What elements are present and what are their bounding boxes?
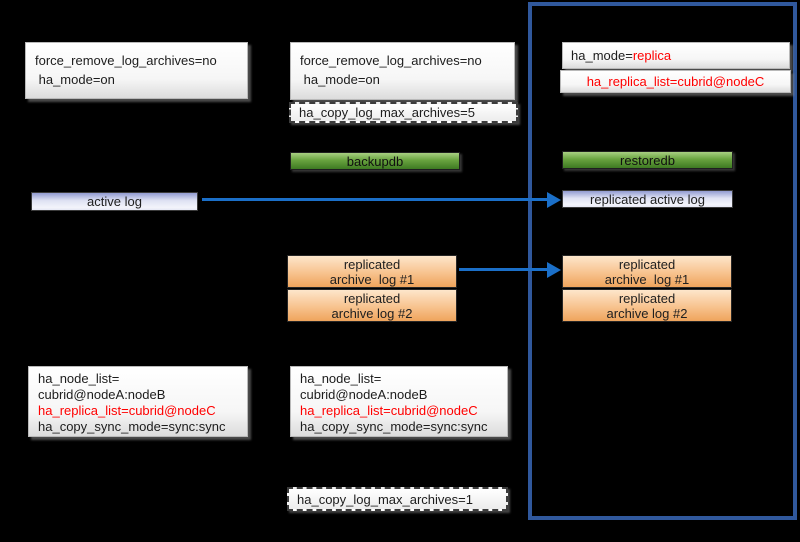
- archive-line: archive log #2: [606, 305, 688, 321]
- replica-archive-log-2-box: replicated archive log #2: [562, 289, 732, 322]
- replicated-active-log-box: replicated active log: [562, 190, 733, 208]
- archive-line: archive log #2: [331, 305, 413, 321]
- archive-line: archive log #1: [604, 271, 690, 287]
- arrow-line: [202, 198, 549, 201]
- replica-ha-mode-box: ha_mode=replica: [562, 42, 790, 69]
- config-line-highlight: ha_replica_list=cubrid@nodeC: [38, 403, 216, 418]
- master-config-box: force_remove_log_archives=no ha_mode=on: [25, 42, 248, 99]
- param-label: ha_copy_log_max_archives=5: [299, 105, 475, 120]
- copy-log-max-archives-5-box: ha_copy_log_max_archives=5: [289, 102, 518, 123]
- master-ha-config-box: ha_node_list= cubrid@nodeA:nodeB ha_repl…: [28, 366, 248, 437]
- archive-line: replicated: [343, 256, 401, 272]
- config-line: ha_mode=on: [300, 72, 380, 87]
- config-line: ha_node_list=: [300, 371, 382, 386]
- slave-config-box: force_remove_log_archives=no ha_mode=on: [290, 42, 515, 100]
- restoredb-label: restoredb: [620, 152, 675, 168]
- config-line-highlight: ha_replica_list=cubrid@nodeC: [300, 403, 478, 418]
- config-line: cubrid@nodeA:nodeB: [300, 387, 428, 402]
- config-line: ha_copy_sync_mode=sync:sync: [38, 419, 226, 434]
- arrow-head-icon: [547, 192, 561, 208]
- archive-line: replicated: [343, 290, 401, 306]
- config-line: cubrid@nodeA:nodeB: [38, 387, 166, 402]
- replica-node-panel: [528, 2, 797, 520]
- active-log-label: active log: [87, 194, 142, 209]
- archive-line: replicated: [618, 256, 676, 272]
- arrow-head-icon: [547, 262, 561, 278]
- replica-list-label: ha_replica_list=cubrid@nodeC: [586, 74, 765, 89]
- backupdb-box: backupdb: [290, 152, 460, 170]
- config-line: ha_node_list=: [38, 371, 120, 386]
- replica-archive-log-1-box: replicated archive log #1: [562, 255, 732, 288]
- slave-archive-log-2-box: replicated archive log #2: [287, 289, 457, 322]
- arrow-line: [459, 268, 549, 271]
- config-line: force_remove_log_archives=no: [35, 53, 217, 68]
- config-line: ha_mode=on: [35, 72, 115, 87]
- ha-mode-value: replica: [632, 48, 672, 63]
- config-line: force_remove_log_archives=no: [300, 53, 482, 68]
- restoredb-box: restoredb: [562, 151, 733, 169]
- copy-log-max-archives-1-box: ha_copy_log_max_archives=1: [287, 487, 508, 511]
- archive-line: replicated: [618, 290, 676, 306]
- replica-list-box: ha_replica_list=cubrid@nodeC: [560, 70, 791, 93]
- active-log-box: active log: [31, 192, 198, 211]
- replicated-active-log-label: replicated active log: [590, 191, 705, 207]
- slave-archive-log-1-box: replicated archive log #1: [287, 255, 457, 288]
- config-line: ha_copy_sync_mode=sync:sync: [300, 419, 488, 434]
- param-label: ha_copy_log_max_archives=1: [297, 491, 473, 507]
- backupdb-label: backupdb: [346, 153, 404, 169]
- slave-ha-config-box: ha_node_list= cubrid@nodeA:nodeB ha_repl…: [290, 366, 508, 437]
- ha-mode-prefix: ha_mode=: [571, 48, 633, 63]
- archive-line: archive log #1: [329, 271, 415, 287]
